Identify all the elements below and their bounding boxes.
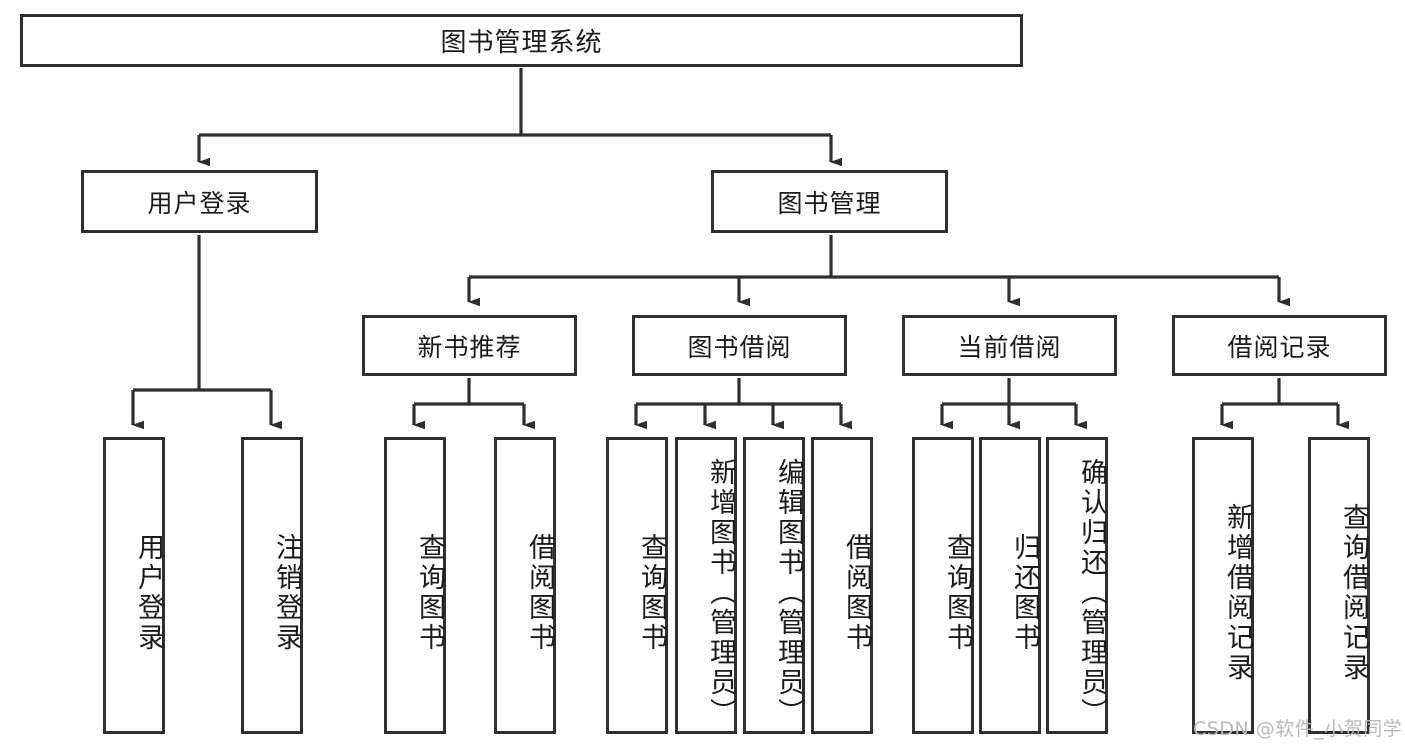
leaf-user-login-signin[interactable]: 用户登录 bbox=[103, 437, 165, 734]
node-borrow-record[interactable]: 借阅记录 bbox=[1172, 315, 1387, 376]
leaf-current-borrow-query[interactable]: 查询图书 bbox=[912, 437, 974, 734]
leaf-book-borrow-edit[interactable]: 编辑图书（管理员） bbox=[743, 437, 805, 734]
node-user-login[interactable]: 用户登录 bbox=[81, 170, 318, 233]
node-current-borrow[interactable]: 当前借阅 bbox=[902, 315, 1117, 376]
leaf-borrow-record-add[interactable]: 新增借阅记录 bbox=[1192, 437, 1254, 734]
leaf-book-borrow-lend[interactable]: 借阅图书 bbox=[811, 437, 873, 734]
node-new-book-recommend[interactable]: 新书推荐 bbox=[362, 315, 577, 376]
leaf-book-borrow-query[interactable]: 查询图书 bbox=[606, 437, 668, 734]
leaf-borrow-record-query[interactable]: 查询借阅记录 bbox=[1308, 437, 1370, 734]
node-root-system[interactable]: 图书管理系统 bbox=[20, 14, 1023, 67]
leaf-new-book-query[interactable]: 查询图书 bbox=[384, 437, 446, 734]
leaf-book-borrow-add[interactable]: 新增图书（管理员） bbox=[675, 437, 737, 734]
leaf-user-login-signout[interactable]: 注销登录 bbox=[241, 437, 303, 734]
leaf-current-borrow-confirm-return[interactable]: 确认归还（管理员） bbox=[1046, 437, 1108, 734]
node-book-borrow[interactable]: 图书借阅 bbox=[632, 315, 847, 376]
leaf-new-book-borrow[interactable]: 借阅图书 bbox=[494, 437, 556, 734]
leaf-current-borrow-return[interactable]: 归还图书 bbox=[979, 437, 1041, 734]
node-book-management[interactable]: 图书管理 bbox=[711, 170, 948, 233]
